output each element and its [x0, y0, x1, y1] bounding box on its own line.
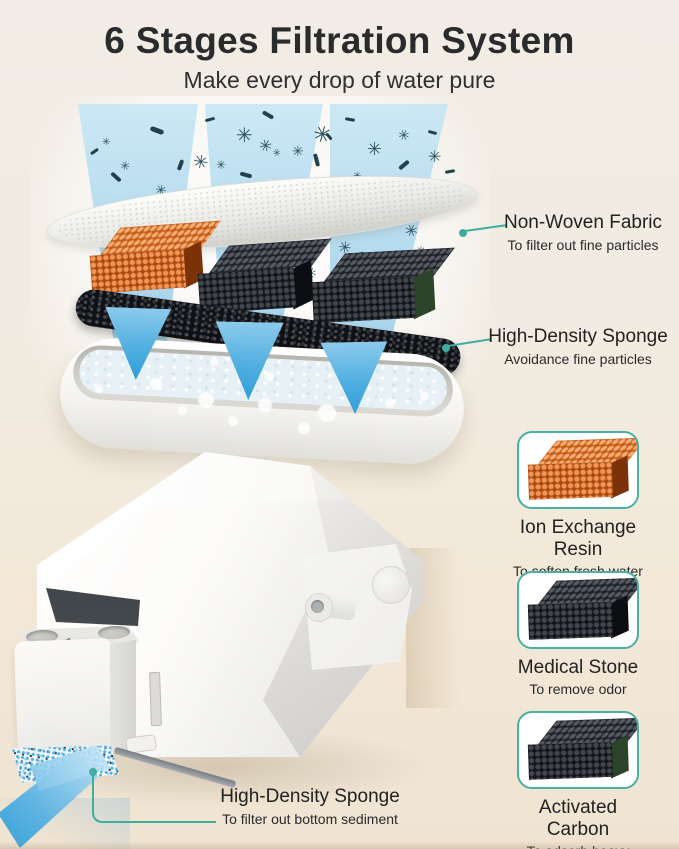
- resin-block-front: [89, 248, 187, 294]
- corner-haze: [0, 798, 130, 849]
- bottom-shadow-band: [0, 841, 679, 849]
- stage-title: Activated Carbon: [538, 797, 618, 840]
- stage-desc: To remove odor: [529, 681, 627, 697]
- callout-title: High-Density Sponge: [220, 786, 400, 807]
- water-bubble: [420, 392, 429, 401]
- germ-burst-icon: ✳: [102, 137, 111, 148]
- carbon-block-image: [310, 247, 455, 324]
- medical-stone-image: [527, 577, 637, 640]
- leader-line-bottom-sponge: [92, 775, 216, 823]
- water-bubble: [150, 378, 162, 390]
- germ-burst-icon: ✳: [292, 143, 304, 159]
- water-bubble: [95, 385, 103, 393]
- stage-medical-stone: Medical Stone To remove odor: [512, 571, 644, 697]
- activated-carbon-image: [527, 717, 637, 780]
- leader-dot-sponge: [442, 344, 450, 352]
- stage-activated-carbon: Activated Carbon To adsorb heavy metals: [512, 711, 644, 849]
- resin-thumbnail-image: [517, 431, 639, 509]
- water-bubble: [228, 416, 238, 426]
- stage-ion-exchange-resin: Ion Exchange Resin To soften fresh water: [512, 431, 644, 579]
- water-nozzle-hole: [311, 600, 324, 613]
- filter-cartridge-side: [110, 639, 136, 751]
- stone-thumbnail-image: [517, 571, 639, 649]
- filter-cartridge-front: [13, 638, 117, 760]
- page-title: 6 Stages Filtration System: [104, 20, 575, 61]
- carbon-thumbnail-image: [517, 711, 639, 789]
- water-bubble: [318, 404, 336, 422]
- bracket-boss: [372, 566, 410, 604]
- carbon-block-front: [311, 277, 417, 324]
- callout-title: High-Density Sponge: [488, 326, 668, 347]
- water-bubble: [178, 406, 187, 415]
- germ-burst-icon: ✳: [216, 158, 227, 172]
- callout-high-density-sponge: High-Density Sponge Avoidance fine parti…: [488, 326, 668, 367]
- callout-title: Non-Woven Fabric: [503, 212, 663, 233]
- stone-block-image: [196, 238, 332, 314]
- water-bubble: [298, 422, 310, 434]
- stage-title: Medical Stone: [517, 657, 639, 678]
- water-bubble: [385, 398, 395, 408]
- water-bubble: [198, 392, 214, 408]
- resin-block-image: [88, 220, 222, 294]
- germ-burst-icon: ✳: [367, 139, 383, 159]
- germ-burst-icon: ✳: [428, 149, 442, 166]
- housing-handle-slot: [149, 671, 162, 727]
- callout-bottom-sponge: High-Density Sponge To filter out bottom…: [220, 786, 400, 827]
- callout-desc: Avoidance fine particles: [504, 351, 652, 367]
- resin-thumb-front: [527, 462, 613, 500]
- callout-non-woven-fabric: Non-Woven Fabric To filter out fine part…: [498, 212, 668, 253]
- water-bubble: [258, 398, 272, 412]
- leader-dot-bottom-sponge: [89, 768, 97, 776]
- callout-desc: To filter out bottom sediment: [222, 811, 398, 827]
- resin-beads-image: [527, 437, 637, 500]
- carbon-thumb-front: [527, 742, 613, 780]
- germ-burst-icon: ✳: [236, 125, 253, 147]
- leader-dot-fabric: [459, 229, 467, 237]
- callout-desc: To filter out fine particles: [507, 237, 659, 253]
- stage-desc: To adsorb heavy metals: [512, 843, 644, 849]
- stage-title: Ion Exchange Resin: [519, 517, 637, 560]
- stone-thumb-front: [527, 602, 613, 640]
- page-subtitle: Make every drop of water pure: [183, 67, 496, 93]
- water-bubble: [265, 372, 274, 381]
- water-bubble: [210, 358, 218, 366]
- germ-burst-icon: ✳: [191, 150, 210, 174]
